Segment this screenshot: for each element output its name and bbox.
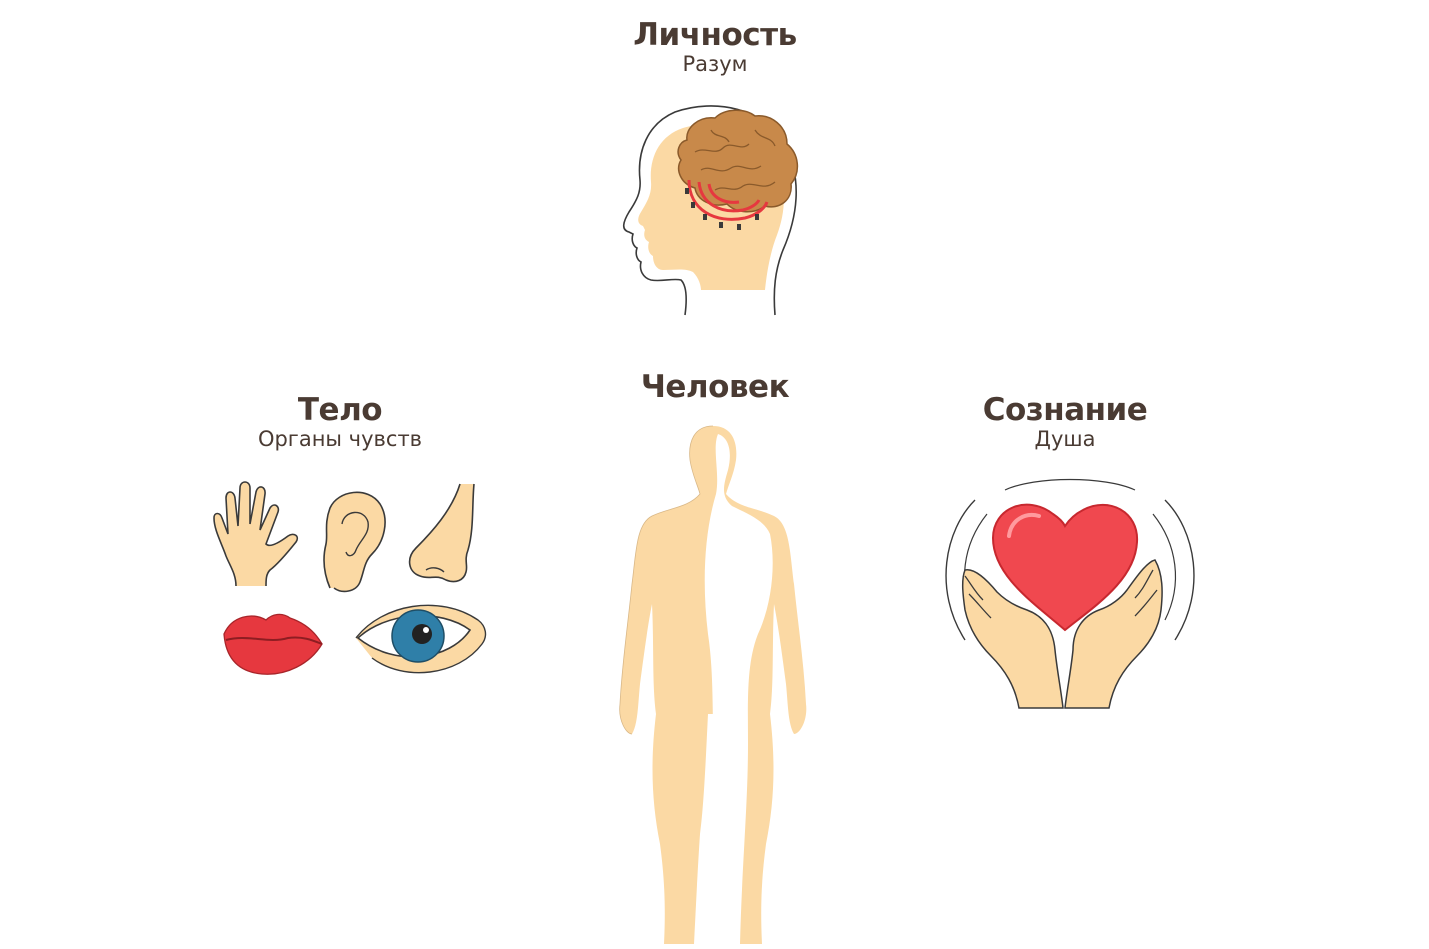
human-figure-icon [619, 425, 807, 944]
nose-icon [408, 483, 475, 583]
body-title: Тело [297, 392, 383, 428]
human-title: Человек [640, 369, 790, 405]
consciousness-label-group: Сознание Душа [915, 393, 1215, 451]
eye-icon [355, 604, 487, 674]
consciousness-title: Сознание [982, 392, 1148, 428]
ear-icon [323, 491, 386, 593]
heart-hands-icon [945, 478, 1195, 709]
body-subtitle: Органы чувств [257, 427, 423, 451]
personality-title: Личность [633, 17, 797, 53]
hand-icon [213, 481, 299, 587]
head-brain-icon [622, 105, 799, 316]
consciousness-subtitle: Душа [1034, 427, 1096, 451]
personality-subtitle: Разум [682, 52, 748, 76]
personality-label-group: Личность Разум [560, 18, 870, 76]
lips-icon [223, 613, 323, 675]
human-label-group: Человек [560, 370, 870, 404]
body-label-group: Тело Органы чувств [190, 393, 490, 451]
